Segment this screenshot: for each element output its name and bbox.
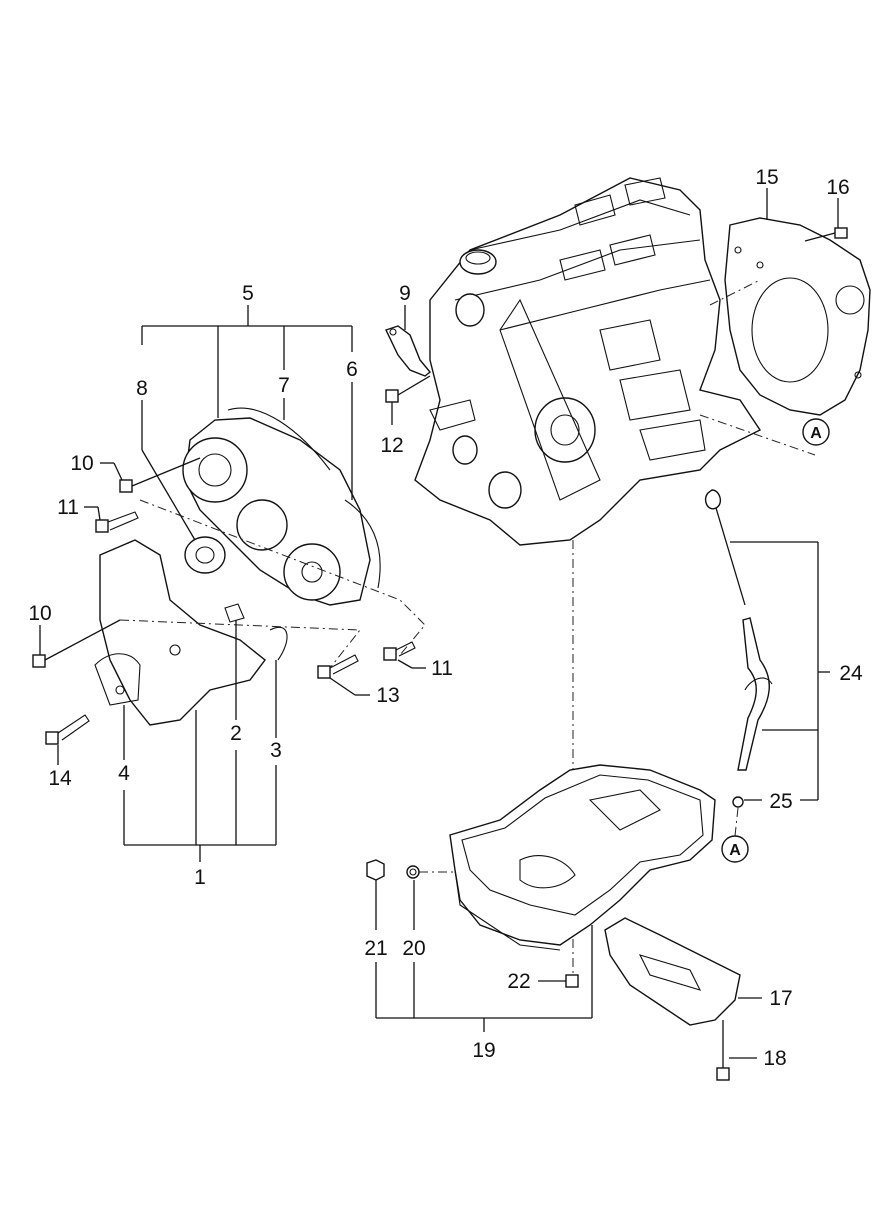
bolt-14 [317,654,359,679]
callout-13: 12 [380,434,403,457]
bolt-13 [385,375,431,403]
callout-2: 2 [230,722,242,745]
callout-3: 3 [270,739,282,762]
seal-8 [184,536,226,574]
callout-25: 25 [769,790,792,813]
ref-mark-a-label: A [729,842,741,859]
bolt-15 [45,714,90,745]
oil-guide-tube [737,617,773,771]
rear-plate [724,217,871,416]
bracket-9 [385,325,431,377]
callout-16: 15 [755,166,778,189]
callout-9: 9 [399,282,411,305]
callout-14: 13 [376,684,399,707]
callout-24: 24 [839,662,863,685]
callout-8: 8 [136,377,148,400]
bolt-23 [565,974,579,988]
timing-cover-upper [182,417,371,606]
engine-block [414,177,762,546]
callout-4: 4 [118,762,130,785]
gasket-21 [406,865,455,879]
callout-11: 11 [431,657,453,680]
alignment-line-timing-2 [119,619,361,669]
oil-pan [449,764,716,951]
callout-17: 16 [826,176,849,199]
bolt-10-lower [32,619,121,668]
callout-1: 1 [194,866,206,889]
callout-21: 20 [402,937,425,960]
bolt-19 [716,1020,730,1081]
bolt-17 [804,227,848,242]
ref-mark-a-upper: A [802,418,830,446]
alignment-line-timing-1 [139,499,426,656]
callout-15: 14 [48,767,72,790]
drain-plug-22 [366,859,385,881]
callout-10-upper: 10 [70,452,93,475]
callout-18: 17 [769,987,792,1010]
callout-10-lower: 10 [28,602,51,625]
bolt-12 [95,511,139,533]
callout-5: 5 [242,282,254,305]
leader-lines [39,188,839,1059]
callout-20: 19 [472,1039,495,1062]
ref-mark-a-lower: A [721,807,749,863]
callout-22: 21 [364,937,387,960]
o-ring-25 [732,796,744,808]
bolt-11 [383,641,416,661]
callout-7: 7 [278,374,290,397]
callout-19: 18 [763,1047,786,1070]
baffle-18 [604,917,741,1026]
timing-cover-lower [94,539,288,726]
gasket-7 [227,407,331,471]
callout-23: 22 [507,970,530,993]
alignment-line-rear [699,414,816,456]
ref-mark-a-label: A [810,425,822,442]
bolt-10-upper [119,457,201,493]
alignment-line-plate [709,279,761,306]
oil-dipstick [704,489,746,606]
gasket-6 [344,499,381,589]
callout-12: 11 [57,496,79,519]
callout-6: 6 [346,358,358,381]
callout-labels: 5 8 7 6 10 11 10 2 3 4 14 1 11 13 9 12 1… [28,166,863,1070]
